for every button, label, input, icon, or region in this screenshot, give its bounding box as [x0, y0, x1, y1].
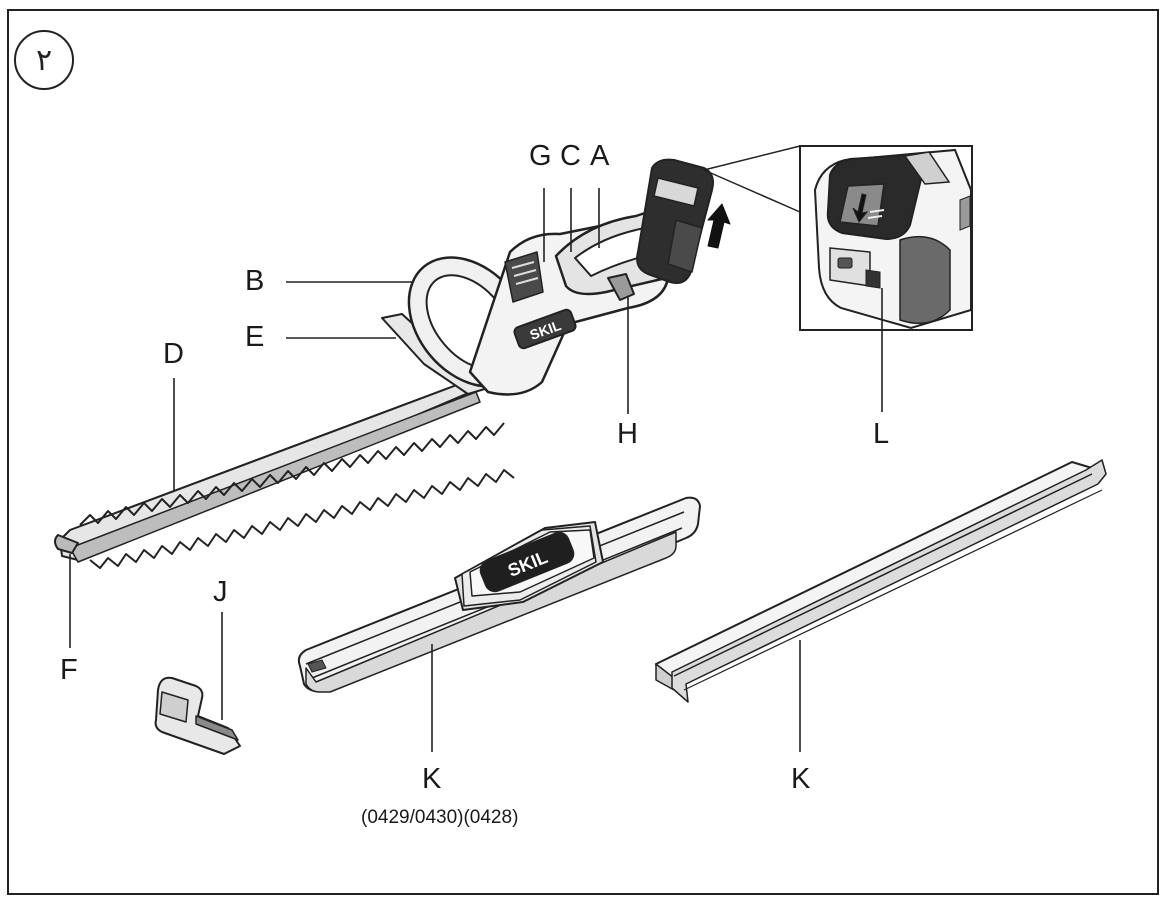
- label-B: B: [245, 265, 265, 297]
- leader-lines: [69, 188, 883, 752]
- blade-cover-long: SKIL: [297, 496, 701, 693]
- inset-leader: [703, 145, 801, 213]
- hedge-trimmer: SKIL: [54, 158, 731, 569]
- blade-cover-short: [655, 459, 1107, 703]
- label-K-short: K: [791, 763, 811, 795]
- label-J: J: [213, 576, 228, 608]
- label-K-model-note: (0429/0430)(0428): [361, 807, 519, 828]
- figure-frame: [7, 9, 1159, 895]
- label-C: C: [560, 140, 581, 172]
- label-K-long: K: [422, 763, 442, 795]
- label-E: E: [245, 321, 265, 353]
- blade-assembly: [54, 379, 515, 569]
- battery-release-arrow: [707, 203, 731, 249]
- label-G: G: [529, 140, 552, 172]
- figure-number-badge: ٢: [14, 30, 74, 90]
- label-F: F: [60, 654, 78, 686]
- battery-pack: [636, 158, 714, 284]
- blade-clip: [154, 676, 241, 755]
- detail-inset: [703, 145, 973, 331]
- label-H: H: [617, 418, 638, 450]
- trigger-switch: [607, 273, 635, 301]
- label-D: D: [163, 338, 184, 370]
- vent-grille: [504, 251, 544, 303]
- label-A: A: [590, 140, 610, 172]
- label-L: L: [873, 418, 890, 450]
